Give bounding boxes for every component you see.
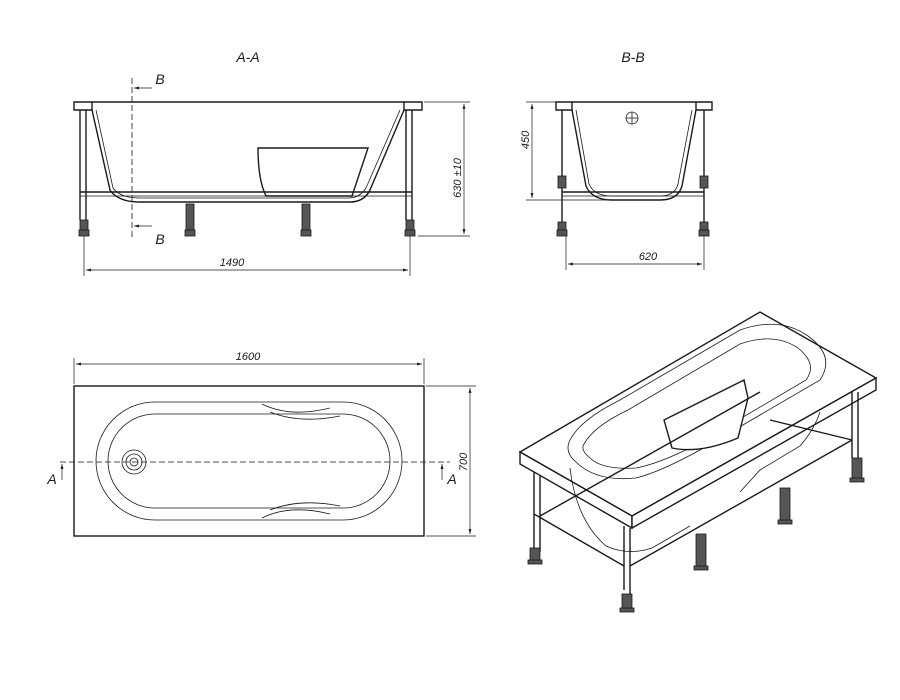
section-a-left-label: A — [46, 471, 56, 487]
plan-basin-inner — [107, 413, 391, 509]
plan-view: A A 1600 700 — [46, 351, 476, 537]
tub-body-outline — [91, 109, 405, 203]
iso-tub-side — [739, 411, 821, 493]
rim-right-bb — [695, 101, 713, 111]
backrest-panel — [257, 147, 369, 197]
tub-inner-bb — [575, 109, 693, 197]
iso-frame-rail-front — [533, 513, 625, 567]
plan-outer-rim — [73, 385, 425, 537]
plan-basin-outer — [95, 401, 403, 521]
rim-left — [73, 101, 93, 111]
leg-bb-left — [556, 175, 568, 237]
leg-1 — [78, 219, 90, 237]
iso-leg-4 — [777, 487, 793, 525]
leg-bb-right — [698, 175, 710, 237]
rim-left-bb — [555, 101, 573, 111]
depth-dimension-label: 450 — [520, 130, 532, 149]
height-dimension-label: 630 ±10 — [452, 157, 464, 198]
section-b-bottom-label: B — [155, 231, 164, 247]
leg-3 — [300, 203, 312, 237]
plan-armrest-contours — [261, 403, 341, 519]
length-base-dimension-label: 1490 — [220, 257, 245, 269]
width-base-dimension-label: 620 — [639, 251, 658, 263]
leg-4 — [404, 219, 416, 237]
length-total-dimension-label: 1600 — [236, 351, 261, 363]
leg-2 — [184, 203, 196, 237]
section-bb-view: B-B 450 620 — [520, 49, 713, 270]
iso-frame-rail-end — [769, 419, 853, 441]
width-total-dimension-label: 700 — [458, 452, 470, 471]
iso-rim-side-edge — [631, 376, 877, 530]
section-b-top-label: B — [155, 71, 164, 87]
section-bb-title: B-B — [621, 49, 644, 65]
section-aa-title: A-A — [235, 49, 259, 65]
iso-basin-rim — [567, 323, 827, 479]
iso-leg-5 — [849, 457, 865, 483]
iso-backrest — [663, 378, 749, 451]
iso-leg-1 — [527, 547, 543, 565]
iso-leg-3 — [693, 533, 709, 571]
isometric-view — [518, 311, 878, 613]
rim-right — [403, 101, 423, 111]
section-a-right-label: A — [446, 471, 456, 487]
tub-inner-outline — [95, 109, 401, 199]
section-aa-view: A-A B B 630 ±10 14 — [73, 49, 470, 276]
iso-frame-rail-side — [629, 439, 853, 567]
iso-leg-2 — [619, 593, 635, 613]
iso-frame-rail-back — [539, 391, 761, 517]
iso-basin-inner — [582, 338, 811, 469]
